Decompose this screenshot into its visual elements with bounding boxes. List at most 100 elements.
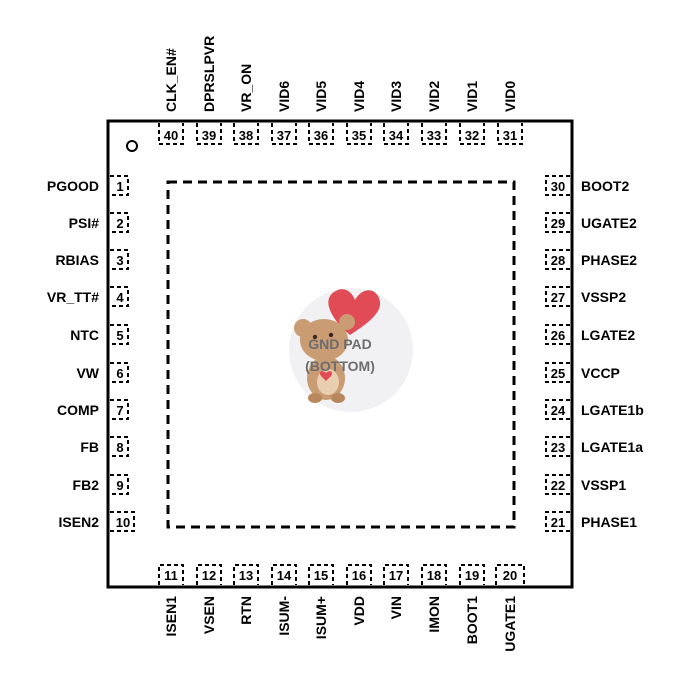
pin-number: 8 — [116, 440, 123, 455]
pin-number: 9 — [116, 478, 123, 493]
pin-pad-outline — [110, 286, 129, 307]
pin-21: 21 PHASE1 — [545, 511, 637, 532]
pin-pad-outline — [110, 474, 129, 495]
pin-17: 17 VIN — [383, 564, 409, 619]
pin-pad-outline — [383, 123, 409, 145]
pin-29: 29 UGATE2 — [545, 212, 637, 233]
pin-pad-outline — [346, 564, 372, 585]
pin-name: ISEN1 — [163, 596, 179, 637]
pin-pad-outline — [495, 564, 525, 585]
pin-37: VID6 37 — [271, 81, 297, 145]
pin-pad-outline — [459, 123, 485, 145]
pin-name: VID1 — [464, 81, 480, 112]
pin-name: ISEN2 — [59, 514, 100, 530]
pin-number: 21 — [551, 515, 565, 530]
pin-name: VW — [76, 365, 99, 381]
pin-number: 4 — [116, 290, 124, 305]
pin-pad-outline — [110, 399, 129, 420]
pin-name: RTN — [238, 596, 254, 625]
gnd-pad-label: GND PAD — [308, 336, 372, 352]
pin-number: 13 — [239, 568, 253, 583]
pin-number: 39 — [202, 128, 216, 143]
pin-pad-outline — [110, 175, 129, 196]
pin-name: PHASE1 — [581, 514, 637, 530]
pin-22: 22 VSSP1 — [545, 474, 626, 495]
pin-name: LGATE2 — [581, 327, 635, 343]
pin-pad-outline — [383, 564, 409, 585]
bear-eye-right — [328, 332, 334, 338]
pin-name: BOOT1 — [464, 596, 480, 644]
pin1-marker — [126, 140, 138, 152]
pin-number: 5 — [116, 328, 123, 343]
pin-pad-outline — [158, 123, 184, 145]
bear-ear-right — [339, 314, 355, 330]
bear-foot-right — [331, 393, 345, 403]
pin-name: VR_ON — [238, 64, 254, 112]
pin-23: 23 LGATE1a — [545, 436, 643, 457]
exposed-pad-outline — [166, 180, 516, 529]
pin-name: VID4 — [351, 81, 367, 112]
pin-pad-outline — [110, 212, 129, 233]
pin-pad-outline — [110, 324, 129, 345]
pin-pad-outline — [308, 123, 334, 145]
pin-6: VW 6 — [76, 362, 129, 383]
pin-38: VR_ON 38 — [233, 64, 259, 145]
gnd-pad-bottom-label: (BOTTOM) — [305, 358, 375, 374]
pin-number: 14 — [277, 568, 292, 583]
pin-number: 36 — [314, 128, 328, 143]
pin-number: 16 — [352, 568, 366, 583]
pin-name: RBIAS — [55, 252, 99, 268]
pin-number: 35 — [352, 128, 366, 143]
pins-right: 30 BOOT2 29 UGATE2 28 PHASE2 27 VSSP2 26… — [545, 175, 644, 532]
pin-name: VSSP1 — [581, 477, 626, 493]
pin-number: 24 — [551, 403, 566, 418]
pin-name: PGOOD — [47, 178, 99, 194]
pin-40: CLK_EN# 40 — [158, 48, 184, 145]
pin-19: 19 BOOT1 — [459, 564, 485, 644]
pin-name: NTC — [70, 327, 99, 343]
pin-26: 26 LGATE2 — [545, 324, 635, 345]
pin-number: 23 — [551, 440, 565, 455]
pin-14: 14 ISUM- — [271, 564, 297, 636]
pin-pad-outline — [196, 564, 222, 585]
pin-34: VID3 34 — [383, 81, 409, 145]
pin-number: 33 — [427, 128, 441, 143]
pin-number: 20 — [503, 568, 517, 583]
pin-pad-outline — [421, 123, 447, 145]
pin-number: 17 — [389, 568, 403, 583]
pin-36: VID5 36 — [308, 81, 334, 145]
pin-name: VR_TT# — [47, 289, 99, 305]
pin-name: VIN — [388, 596, 404, 619]
pin-30: 30 BOOT2 — [545, 175, 629, 196]
pin-24: 24 LGATE1b — [545, 399, 644, 420]
bear-heart-small — [319, 371, 333, 381]
pin-number: 12 — [202, 568, 216, 583]
package-outline — [106, 119, 574, 589]
pin-pad-outline — [271, 564, 297, 585]
teddy-bear-heart-icon — [294, 289, 381, 403]
pin-number: 38 — [239, 128, 253, 143]
pin-number: 2 — [116, 216, 123, 231]
pin-28: 28 PHASE2 — [545, 249, 637, 270]
pin-name: VID5 — [313, 81, 329, 112]
pin-pad-outline — [271, 123, 297, 145]
pin-number: 7 — [116, 403, 123, 418]
pin-1: PGOOD 1 — [47, 175, 129, 196]
pin-pad-outline — [233, 123, 259, 145]
pin-name: BOOT2 — [581, 178, 629, 194]
pin-number: 37 — [277, 128, 291, 143]
pin-pad-outline — [421, 564, 447, 585]
pin-pad-outline — [308, 564, 334, 585]
pin-number: 3 — [116, 253, 123, 268]
pin-number: 11 — [164, 568, 178, 583]
pin-pad-outline — [158, 564, 184, 585]
pin-8: FB 8 — [80, 436, 129, 457]
pin-name: IMON — [426, 596, 442, 633]
pin-name: FB — [80, 439, 99, 455]
pin-name: VID2 — [426, 81, 442, 112]
pin-number: 18 — [427, 568, 441, 583]
pins-left: PGOOD 1 PSI# 2 RBIAS 3 VR_TT# 4 NTC 5 VW… — [47, 175, 135, 532]
pin-10: ISEN2 10 — [59, 511, 135, 532]
pin-number: 1 — [116, 179, 123, 194]
pin-name: VID0 — [502, 81, 518, 112]
